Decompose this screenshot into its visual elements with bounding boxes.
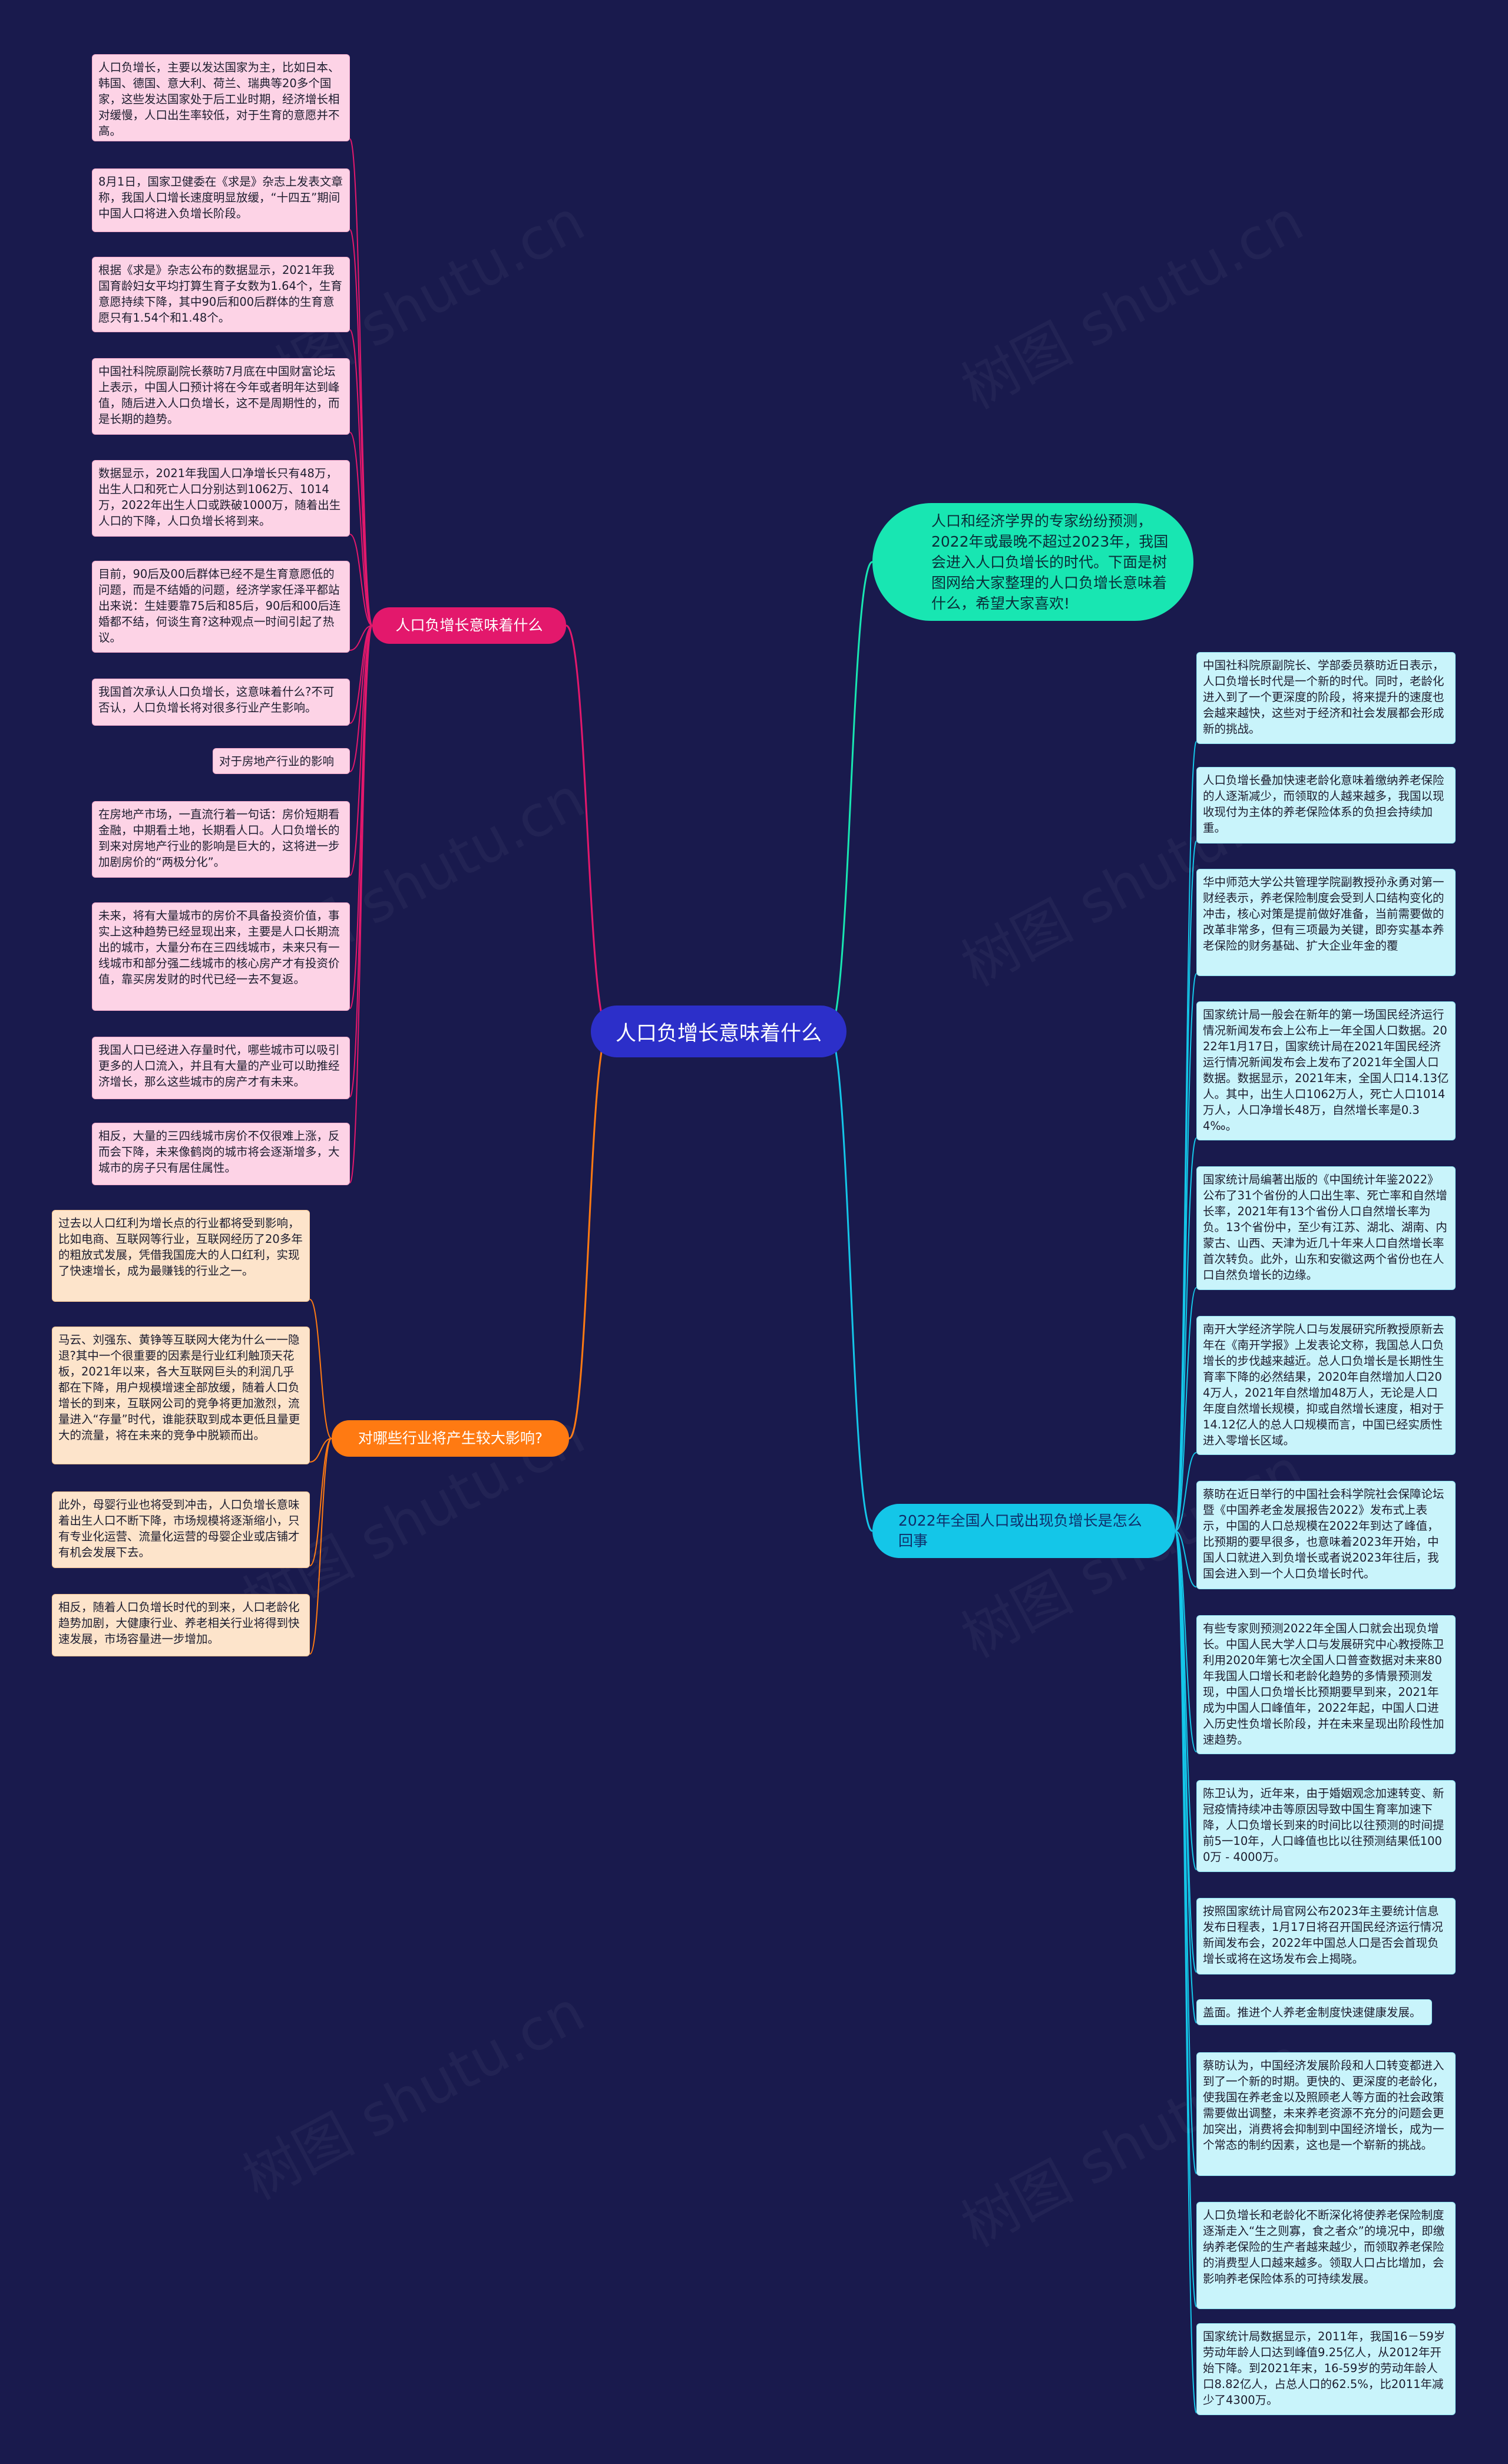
leaf-meaning-12[interactable]: 相反，大量的三四线城市房价不仅很难上涨，反而会下降，未来像鹤岗的城市将会逐渐增多… [92,1123,350,1185]
leaf-happening-14[interactable]: 国家统计局数据显示，2011年，我国16－59岁劳动年龄人口达到峰值9.25亿人… [1196,2323,1456,2415]
leaf-happening-10[interactable]: 按照国家统计局官网公布2023年主要统计信息发布日程表，1月17日将召开国民经济… [1196,1898,1456,1974]
branch-meaning[interactable]: 人口负增长意味着什么 [372,607,566,644]
link-meaning-6 [349,625,373,651]
root-topic[interactable]: 人口负增长意味着什么 [591,1006,846,1057]
leaf-meaning-6[interactable]: 目前，90后及00后群体已经不是生育意愿低的问题，而是不结婚的问题，经济学家任泽… [92,561,350,653]
leaf-meaning-8[interactable]: 对于房地产行业的影响 [213,748,350,774]
link-meaning-2 [349,229,373,626]
link-meaning-7 [349,625,373,724]
link-industry-4 [309,1438,332,1655]
leaf-meaning-11[interactable]: 我国人口已经进入存量时代，哪些城市可以吸引更多的人口流入，并且有大量的产业可以助… [92,1037,350,1099]
leaf-happening-4[interactable]: 国家统计局一般会在新年的第一场国民经济运行情况新闻发布会上公布上一年全国人口数据… [1196,1001,1456,1140]
link-happening-2 [1175,841,1197,1532]
link-happening-7 [1175,1530,1197,1587]
link-industry-2 [309,1438,332,1463]
leaf-happening-13[interactable]: 人口负增长和老龄化不断深化将使养老保险制度逐渐走入“生之则寡，食之者众”的境况中… [1196,2202,1456,2309]
leaf-meaning-4[interactable]: 中国社科院原副院长蔡昉7月底在中国财富论坛上表示，中国人口预计将在今年或者明年达… [92,358,350,435]
leaf-industry-3[interactable]: 此外，母婴行业也将受到冲击，人口负增长意味着出生人口不断下降，市场规模将逐渐缩小… [52,1491,310,1568]
branch-intro[interactable]: 人口和经济学界的专家纷纷预测，2022年或最晚不超过2023年，我国会进入人口负… [872,503,1193,621]
link-industry-1 [309,1299,332,1439]
leaf-happening-2[interactable]: 人口负增长叠加快速老龄化意味着缴纳养老保险的人逐渐减少，而领取的人越来越多，我国… [1196,767,1456,844]
leaf-meaning-2[interactable]: 8月1日，国家卫健委在《求是》杂志上发表文章称，我国人口增长速度明显放缓，“十四… [92,168,350,232]
link-meaning-9 [349,625,373,876]
leaf-industry-4[interactable]: 相反，随着人口负增长时代的到来，人口老龄化趋势加剧，大健康行业、养老相关行业将得… [52,1594,310,1656]
leaf-meaning-10[interactable]: 未来，将有大量城市的房价不具备投资价值，事实上这种趋势已经显现出来，主要是人口长… [92,902,350,1011]
leaf-industry-1[interactable]: 过去以人口红利为增长点的行业都将受到影响，比如电商、互联网等行业，互联网经历了2… [52,1210,310,1302]
leaf-happening-6[interactable]: 南开大学经济学院人口与发展研究所教授原新去年在《南开学报》上发表论文称，我国总人… [1196,1316,1456,1455]
link-root-happening [828,1030,873,1532]
link-meaning-3 [349,329,373,626]
link-happening-4 [1175,1137,1197,1532]
leaf-happening-9[interactable]: 陈卫认为，近年来，由于婚姻观念加速转变、新冠疫情持续冲击等原因导致中国生育率加速… [1196,1780,1456,1872]
link-happening-5 [1175,1287,1197,1532]
link-root-meaning [566,624,609,1033]
link-happening-6 [1175,1452,1197,1532]
link-meaning-12 [349,625,373,1183]
link-happening-12 [1175,1530,1197,2174]
link-meaning-4 [349,432,373,626]
leaf-meaning-3[interactable]: 根据《求是》杂志公布的数据显示，2021年我国育龄妇女平均打算生育子女数为1.6… [92,257,350,332]
leaf-happening-7[interactable]: 蔡昉在近日举行的中国社会科学院社会保障论坛暨《中国养老金发展报告2022》发布式… [1196,1481,1456,1589]
leaf-meaning-9[interactable]: 在房地产市场，一直流行着一句话：房价短期看金融，中期看土地，长期看人口。人口负增… [92,801,350,878]
branch-industry-impact[interactable]: 对哪些行业将产生较大影响? [332,1420,569,1457]
leaf-meaning-5[interactable]: 数据显示，2021年我国人口净增长只有48万，出生人口和死亡人口分别达到1062… [92,460,350,537]
branch-negative-growth-2022[interactable]: 2022年全国人口或出现负增长是怎么回事 [872,1504,1175,1558]
leaf-meaning-7[interactable]: 我国首次承认人口负增长，这意味着什么?不可否认，人口负增长将对很多行业产生影响。 [92,679,350,726]
leaf-happening-1[interactable]: 中国社科院原副院长、学部委员蔡昉近日表示，人口负增长时代是一个新的时代。同时，老… [1196,652,1456,744]
link-root-industry [568,1030,609,1440]
link-industry-3 [309,1438,332,1566]
leaf-happening-11[interactable]: 盖面。推进个人养老金制度快速健康发展。 [1196,1999,1432,2025]
link-meaning-10 [349,625,373,1009]
leaf-meaning-1[interactable]: 人口负增长，主要以发达国家为主，比如日本、韩国、德国、意大利、荷兰、瑞典等20多… [92,54,350,141]
leaf-happening-8[interactable]: 有些专家则预测2022年全国人口就会出现负增长。中国人民大学人口与发展研究中心教… [1196,1615,1456,1754]
leaf-happening-12[interactable]: 蔡昉认为，中国经济发展阶段和人口转变都进入到了一个新的时期。更快的、更深度的老龄… [1196,2052,1456,2176]
link-meaning-5 [349,534,373,626]
link-happening-8 [1175,1530,1197,1752]
leaf-happening-3[interactable]: 华中师范大学公共管理学院副教授孙永勇对第一财经表示，养老保险制度会受到人口结构变… [1196,869,1456,976]
link-root-intro [828,561,873,1033]
link-happening-3 [1175,973,1197,1532]
link-meaning-8 [349,625,373,772]
link-meaning-1 [349,138,373,626]
leaf-industry-2[interactable]: 马云、刘强东、黄铮等互联网大佬为什么一一隐退?其中一个很重要的因素是行业红利触顶… [52,1327,310,1464]
leaf-happening-5[interactable]: 国家统计局编著出版的《中国统计年鉴2022》公布了31个省份的人口出生率、死亡率… [1196,1166,1456,1290]
link-happening-14 [1175,1530,1197,2413]
